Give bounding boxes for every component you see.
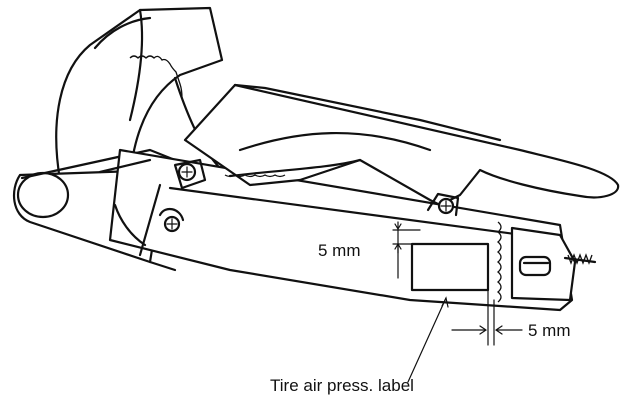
dim-top: 5 mm xyxy=(318,221,421,279)
frame-weld-bead xyxy=(129,55,183,99)
axle-end xyxy=(510,226,597,302)
rear-weld-bead xyxy=(496,221,502,303)
adjuster-thread xyxy=(567,253,593,265)
callout-arrowhead xyxy=(441,296,449,308)
dim-side-label: 5 mm xyxy=(528,321,571,340)
callout-leader xyxy=(407,297,447,383)
dim-side: 5 mm xyxy=(451,289,571,346)
label-area xyxy=(410,242,490,292)
guard-weld-bead xyxy=(224,174,286,178)
dim-top-label: 5 mm xyxy=(318,241,361,260)
bolt-guard-rear xyxy=(426,192,460,217)
chain-guard xyxy=(183,83,620,207)
bolt-upper-left xyxy=(173,158,207,190)
bolt-lower-left xyxy=(158,207,185,233)
label-callout: Tire air press. label xyxy=(270,376,414,395)
